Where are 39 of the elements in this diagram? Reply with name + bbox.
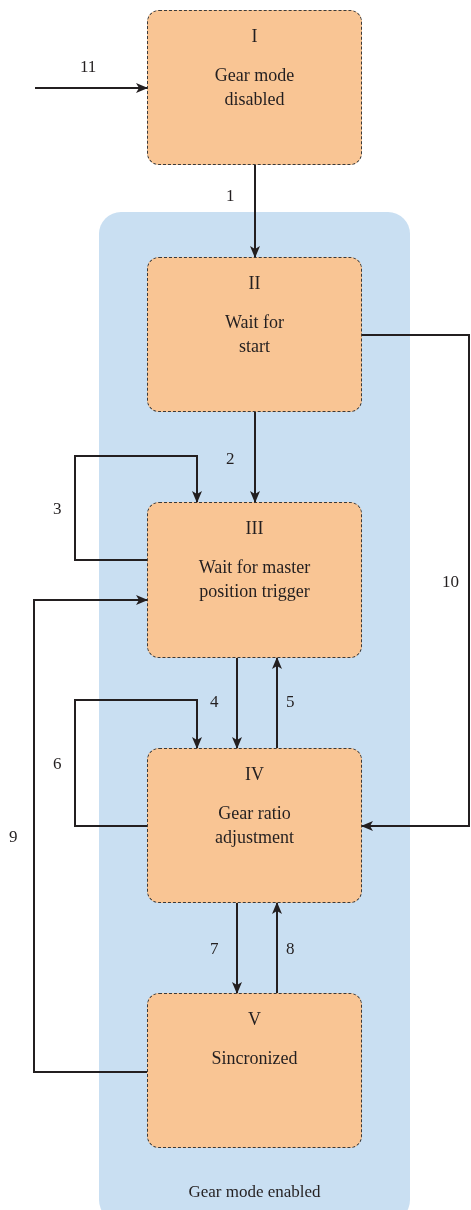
arrow <box>74 455 202 561</box>
edge-label: 9 <box>9 827 18 847</box>
edge-label: 4 <box>210 692 219 712</box>
edge-label: 8 <box>286 939 295 959</box>
state-name: Gear ratio adjustment <box>214 802 295 849</box>
state-name: Gear mode disabled <box>213 64 296 111</box>
edge-label: 6 <box>53 754 62 774</box>
arrow <box>232 657 242 749</box>
edge-label: 2 <box>226 449 235 469</box>
arrow <box>34 83 148 93</box>
arrow <box>33 595 148 1073</box>
state-number: III <box>245 517 264 539</box>
group-label: Gear mode enabled <box>187 1180 322 1203</box>
state-number: II <box>248 272 261 294</box>
state-number: I <box>251 25 258 47</box>
state-name: Wait for master position trigger <box>197 556 312 603</box>
group-band <box>99 212 410 1210</box>
arrow <box>272 657 282 749</box>
state-box <box>147 993 362 1148</box>
arrow <box>250 164 260 258</box>
state-box <box>147 748 362 903</box>
state-box <box>147 502 362 658</box>
arrow <box>250 411 260 503</box>
state-box <box>147 10 362 165</box>
arrow <box>272 902 282 994</box>
edge-label: 10 <box>442 572 459 592</box>
state-name: Wait for start <box>224 311 285 358</box>
edge-label: 5 <box>286 692 295 712</box>
edge-label: 11 <box>80 57 97 77</box>
state-number: IV <box>245 763 264 785</box>
arrow <box>361 334 470 831</box>
edge-label: 7 <box>210 939 219 959</box>
state-name: Sincronized <box>211 1047 298 1070</box>
state-box <box>147 257 362 412</box>
edge-label: 1 <box>226 186 235 206</box>
arrow <box>232 902 242 994</box>
edge-label: 3 <box>53 499 62 519</box>
state-number: V <box>248 1008 261 1030</box>
arrow <box>74 699 202 827</box>
